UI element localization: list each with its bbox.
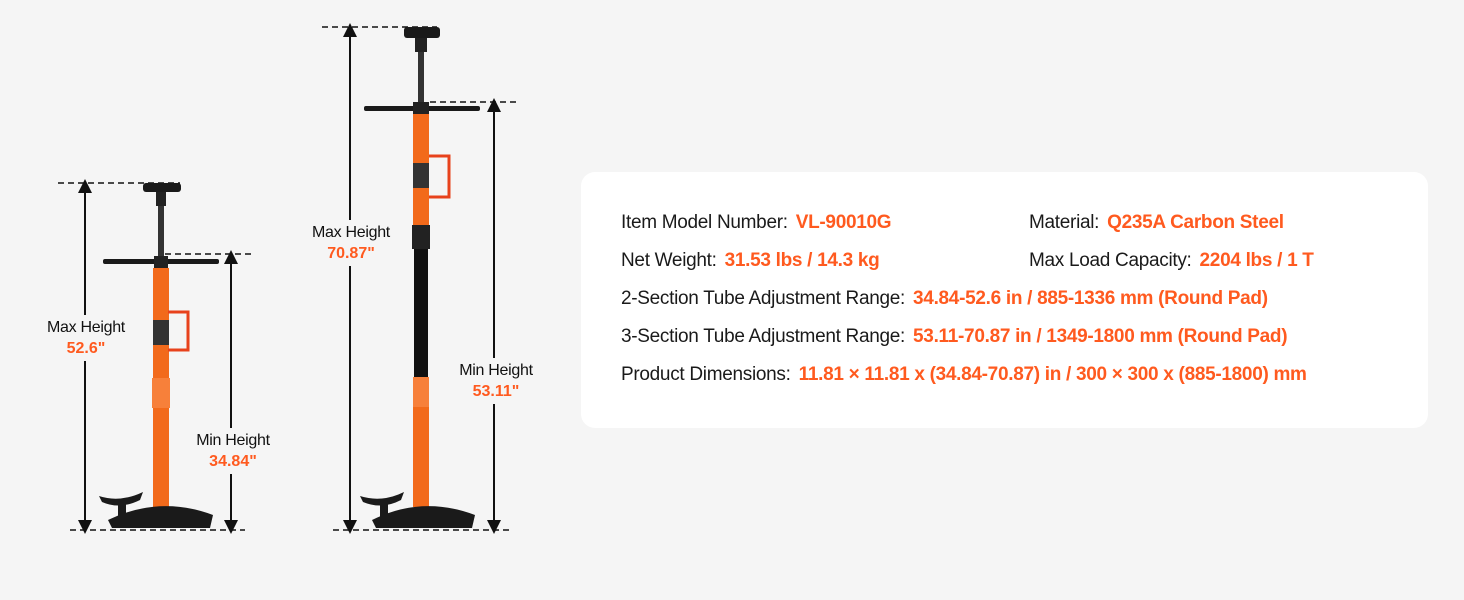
spec-value: 31.53 lbs / 14.3 kg	[724, 250, 880, 271]
dimension-arrows	[78, 23, 501, 534]
spec-label: Product Dimensions:	[621, 364, 791, 385]
spec-model: Item Model Number: VL-90010G	[621, 212, 892, 234]
left-min-height-title: Min Height	[196, 432, 270, 449]
spec-value: VL-90010G	[795, 212, 892, 233]
right-max-height-label: Max Height 70.87"	[312, 220, 390, 266]
spec-material: Material: Q235A Carbon Steel	[1029, 212, 1284, 234]
left-max-height-title: Max Height	[47, 319, 125, 336]
spec-label: Net Weight:	[621, 250, 717, 271]
right-min-height-title: Min Height	[459, 362, 533, 379]
right-max-height-value: 70.87"	[327, 245, 375, 262]
spec-range-3-section: 3-Section Tube Adjustment Range: 53.11-70…	[621, 326, 1288, 348]
spec-value: 53.11-70.87 in / 1349-1800 mm (Round Pad…	[913, 326, 1288, 347]
dimension-lines	[58, 26, 517, 531]
spec-label: Material:	[1029, 212, 1100, 233]
three-section-stand	[360, 27, 480, 528]
spec-range-2-section: 2-Section Tube Adjustment Range: 34.84-52…	[621, 288, 1268, 310]
right-min-height-label: Min Height 53.11"	[459, 358, 533, 404]
spec-label: Max Load Capacity:	[1029, 250, 1192, 271]
right-min-height-value: 53.11"	[472, 383, 520, 400]
right-max-height-title: Max Height	[312, 224, 390, 241]
two-section-stand	[99, 183, 219, 528]
spec-dimensions: Product Dimensions: 11.81 × 11.81 x (34.8…	[621, 364, 1307, 386]
spec-weight: Net Weight: 31.53 lbs / 14.3 kg	[621, 250, 880, 272]
spec-value: 34.84-52.6 in / 885-1336 mm (Round Pad)	[913, 288, 1268, 309]
spec-label: Item Model Number:	[621, 212, 788, 233]
spec-label: 3-Section Tube Adjustment Range:	[621, 326, 906, 347]
spec-capacity: Max Load Capacity: 2204 lbs / 1 T	[1029, 250, 1314, 272]
spec-value: 2204 lbs / 1 T	[1199, 250, 1314, 271]
specs-card: Item Model Number: VL-90010G Material: Q23…	[581, 172, 1428, 428]
left-min-height-value: 34.84"	[209, 453, 257, 470]
spec-value: Q235A Carbon Steel	[1107, 212, 1284, 233]
spec-label: 2-Section Tube Adjustment Range:	[621, 288, 906, 309]
left-min-height-label: Min Height 34.84"	[196, 428, 270, 474]
spec-value: 11.81 × 11.81 x (34.84-70.87) in / 300 ×…	[798, 364, 1307, 385]
left-max-height-label: Max Height 52.6"	[47, 315, 125, 361]
left-max-height-value: 52.6"	[66, 340, 106, 357]
